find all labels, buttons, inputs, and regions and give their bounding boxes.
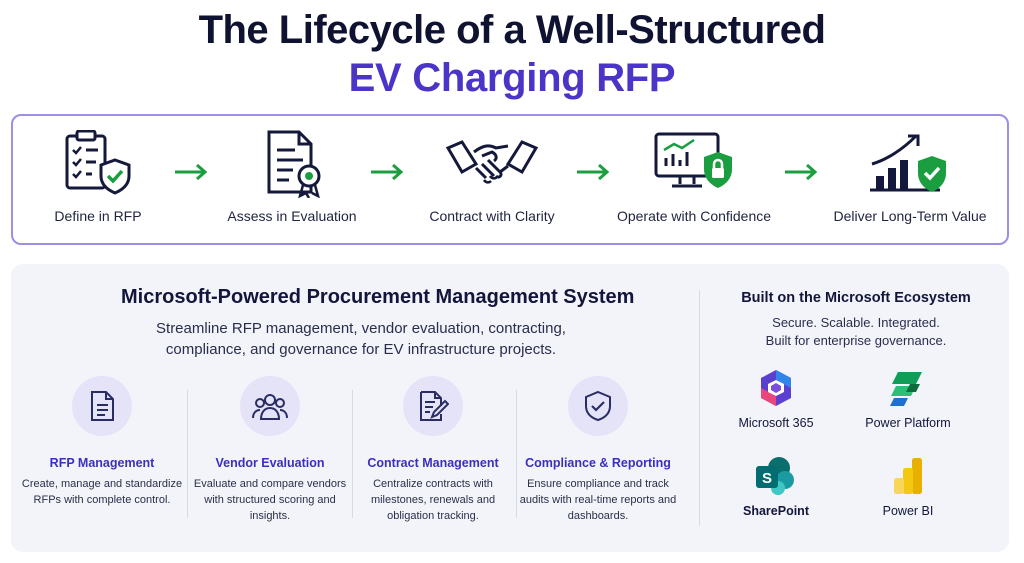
stage-contract: Contract with Clarity bbox=[407, 130, 577, 224]
users-group-icon bbox=[252, 394, 288, 420]
system-description: Streamline RFP management, vendor evalua… bbox=[156, 320, 566, 358]
page-subtitle: EV Charging RFP bbox=[348, 56, 676, 100]
stage-label: Assess in Evaluation bbox=[227, 208, 357, 224]
feature-icon-circle bbox=[568, 376, 628, 436]
product-microsoft-365: Microsoft 365 bbox=[711, 368, 841, 430]
product-label: Microsoft 365 bbox=[738, 416, 814, 430]
feature-rfp-management: RFP Management Create, manage and standa… bbox=[21, 376, 183, 508]
product-label: Power BI bbox=[882, 504, 934, 518]
microsoft-365-logo-icon bbox=[761, 370, 791, 406]
product-sharepoint: S SharePoint bbox=[711, 456, 841, 518]
product-power-platform: Power Platform bbox=[843, 368, 973, 430]
arrow-right-icon bbox=[577, 163, 610, 181]
lifecycle-panel: Define in RFP Assess in Evaluation Contr… bbox=[11, 114, 1009, 245]
growth-chart-shield-icon bbox=[870, 134, 946, 192]
arrow-right-icon bbox=[785, 163, 818, 181]
monitor-chart-lock-icon bbox=[654, 132, 732, 188]
stage-label: Operate with Confidence bbox=[616, 208, 772, 224]
feature-description: Centralize contracts with milestones, re… bbox=[370, 478, 496, 522]
stage-label: Deliver Long-Term Value bbox=[833, 208, 987, 224]
divider bbox=[352, 390, 353, 518]
stage-label: Define in RFP bbox=[54, 208, 142, 224]
stage-assess: Assess in Evaluation bbox=[207, 130, 377, 224]
page-title: The Lifecycle of a Well-Structured bbox=[198, 8, 826, 52]
feature-description: Evaluate and compare vendors with struct… bbox=[193, 478, 347, 522]
feature-vendor-evaluation: Vendor Evaluation Evaluate and compare v… bbox=[189, 376, 351, 524]
stage-label: Contract with Clarity bbox=[429, 208, 555, 224]
clipboard-checklist-shield-icon bbox=[65, 130, 131, 195]
handshake-icon bbox=[445, 140, 539, 184]
document-icon bbox=[91, 391, 114, 421]
feature-title: Contract Management bbox=[367, 456, 499, 470]
feature-icon-circle bbox=[403, 376, 463, 436]
power-platform-logo-icon bbox=[890, 372, 922, 406]
feature-title: Compliance & Reporting bbox=[525, 456, 671, 470]
sharepoint-logo-icon: S bbox=[756, 457, 794, 495]
stage-define: Define in RFP bbox=[13, 130, 183, 224]
feature-title: Vendor Evaluation bbox=[215, 456, 325, 470]
feature-compliance-reporting: Compliance & Reporting Ensure compliance… bbox=[517, 376, 679, 524]
ecosystem-subtitle-line: Secure. Scalable. Integrated. bbox=[772, 315, 940, 330]
product-power-bi: Power BI bbox=[843, 456, 973, 518]
feature-title: RFP Management bbox=[49, 456, 155, 470]
stage-deliver: Deliver Long-Term Value bbox=[825, 130, 995, 224]
arrow-right-icon bbox=[175, 163, 208, 181]
product-label: Power Platform bbox=[865, 416, 951, 430]
system-panel: Microsoft-Powered Procurement Management… bbox=[11, 264, 1009, 552]
power-bi-logo-icon bbox=[894, 458, 922, 494]
feature-icon-circle bbox=[72, 376, 132, 436]
feature-description: Create, manage and standardize RFPs with… bbox=[21, 478, 183, 506]
divider bbox=[699, 290, 700, 526]
ecosystem-subtitle-line: Built for enterprise governance. bbox=[765, 333, 947, 348]
contract-pen-icon bbox=[420, 391, 449, 421]
ecosystem-subtitle: Secure. Scalable. Integrated. Built for … bbox=[716, 314, 996, 350]
document-award-ribbon-icon bbox=[267, 130, 321, 198]
divider bbox=[516, 390, 517, 518]
stage-operate: Operate with Confidence bbox=[609, 130, 779, 224]
feature-contract-management: Contract Management Centralize contracts… bbox=[352, 376, 514, 524]
product-label: SharePoint bbox=[743, 504, 809, 518]
system-title: Microsoft-Powered Procurement Management… bbox=[121, 286, 635, 308]
divider bbox=[187, 390, 188, 518]
feature-description: Ensure compliance and track audits with … bbox=[519, 478, 677, 522]
feature-icon-circle bbox=[240, 376, 300, 436]
shield-check-icon bbox=[585, 390, 611, 422]
svg-text:S: S bbox=[762, 470, 772, 487]
ecosystem-title: Built on the Microsoft Ecosystem bbox=[741, 290, 971, 306]
arrow-right-icon bbox=[371, 163, 404, 181]
